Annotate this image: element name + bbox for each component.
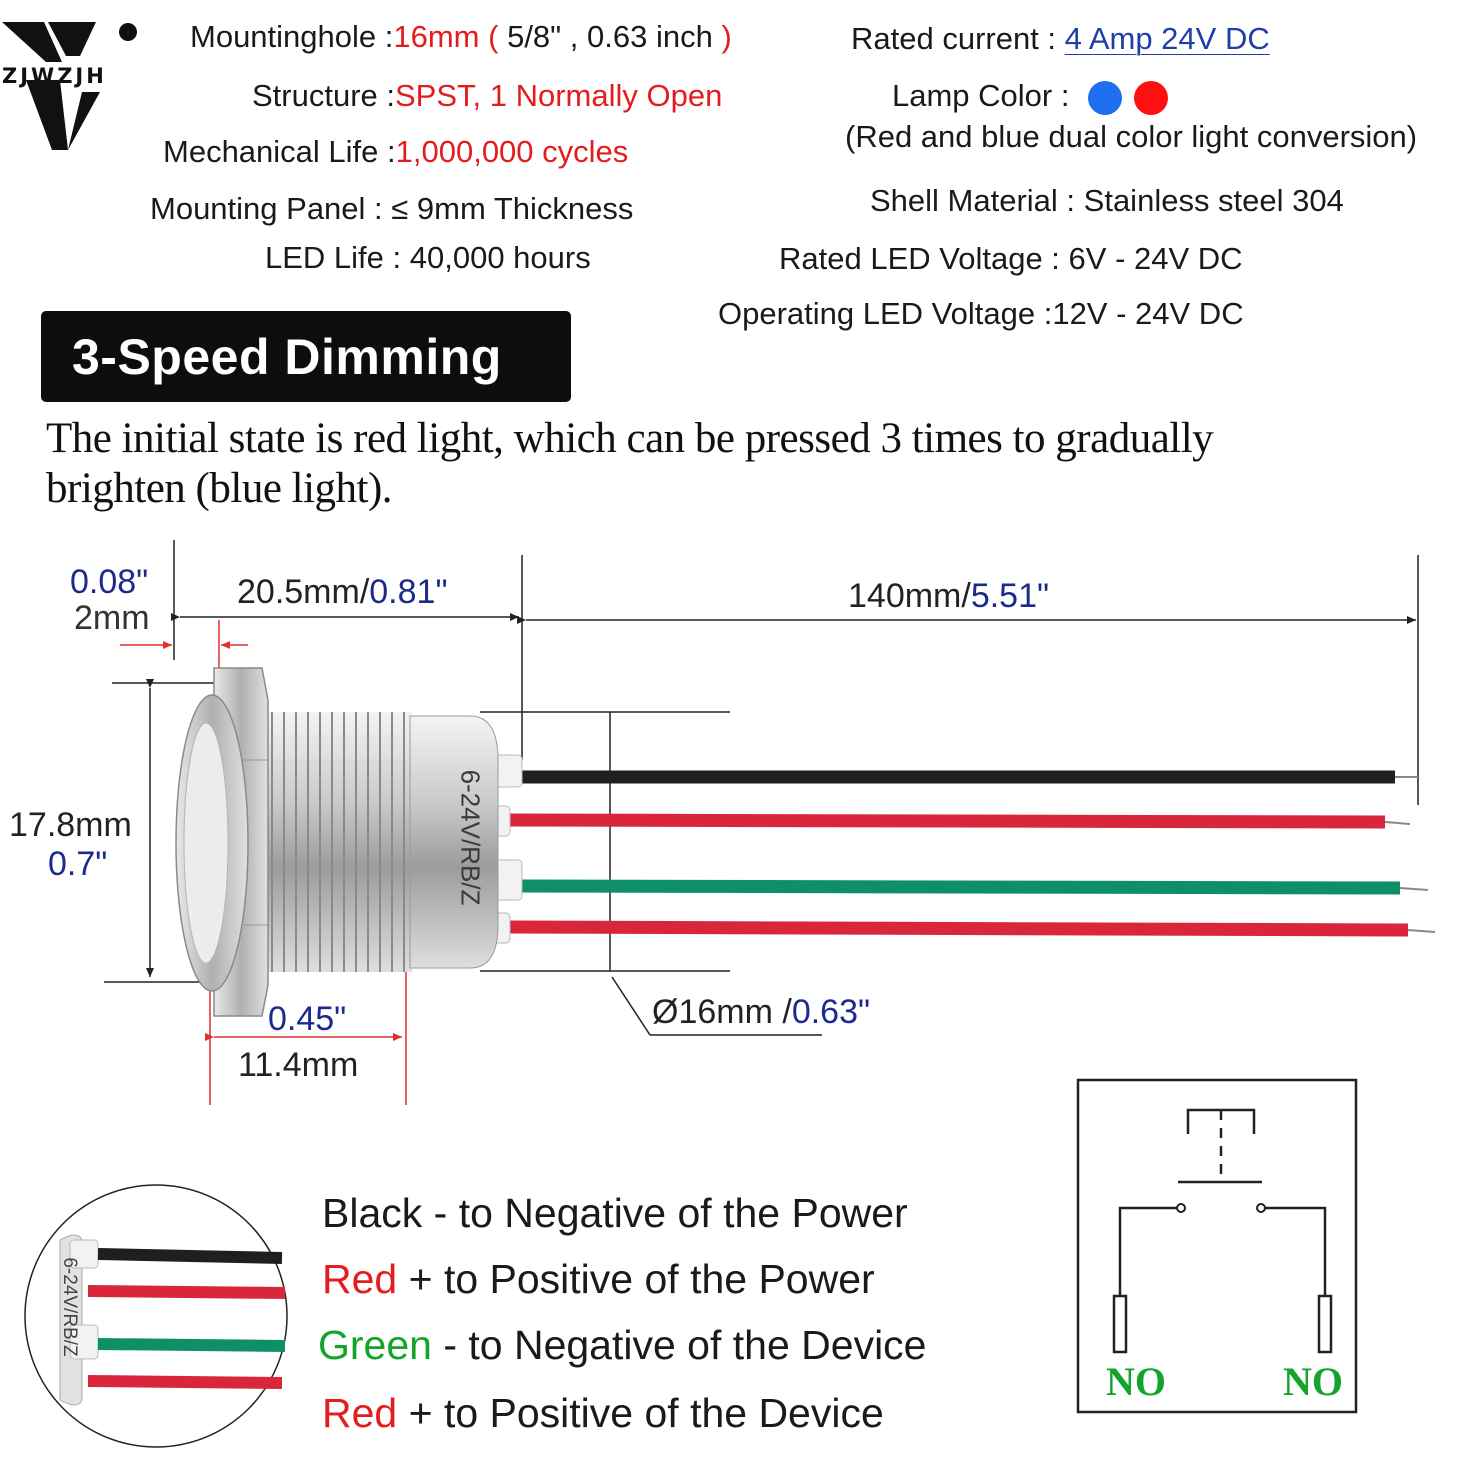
spec-led-life: LED Life : 40,000 hours xyxy=(265,240,591,276)
dim-body-mm: 20.5mm/ xyxy=(237,573,370,611)
spec-mountinghole-close: ) xyxy=(721,19,732,54)
schematic-label-right: NO xyxy=(1283,1359,1343,1404)
body-marking: 6-24V/RB/Z xyxy=(455,769,486,906)
legend-text: - to Negative of the Device xyxy=(431,1322,927,1368)
dimension-lines xyxy=(104,540,1419,1036)
spec-rated-current-value: 4 Amp 24V DC xyxy=(1064,21,1270,56)
dim-wire-inch: 5.51" xyxy=(970,577,1050,615)
schematic-label-left: NO xyxy=(1106,1359,1166,1404)
lamp-color-blue-swatch xyxy=(1088,80,1123,115)
logo-mark-icon xyxy=(2,22,137,150)
spec-led-life-value: 40,000 hours xyxy=(409,240,591,275)
legend-item: Black - to Negative of the Power xyxy=(322,1190,908,1236)
spec-mountinghole-detail: 5/8" , 0.63 inch xyxy=(498,19,722,54)
dim-diameter-inch: 0.63" xyxy=(791,993,871,1031)
spec-mounting-panel: Mounting Panel : ≤ 9mm Thickness xyxy=(150,191,633,227)
spec-mountinghole-open: ( xyxy=(488,19,499,54)
spec-structure: Structure :SPST, 1 Normally Open xyxy=(252,78,722,114)
legend-color-word: Black xyxy=(322,1190,423,1236)
dim-diameter-mm: Ø16mm / xyxy=(652,993,792,1031)
spec-mountinghole-label: Mountinghole : xyxy=(190,19,394,54)
brand-logo: ZJWZJH xyxy=(0,0,160,160)
dimension-lines-red xyxy=(120,620,407,1105)
dim-head-inch: 0.45" xyxy=(268,1000,347,1038)
spec-rated-current: Rated current : 4 Amp 24V DC xyxy=(851,21,1270,57)
dim-bezel-inch: 0.08" xyxy=(70,563,149,601)
dim-bezel-mm: 2mm xyxy=(74,599,150,637)
wire-green xyxy=(519,879,1401,895)
spec-mechanical-life-value: 1,000,000 cycles xyxy=(395,134,629,169)
spec-structure-label: Structure : xyxy=(252,78,395,113)
spec-rated-current-label: Rated current : xyxy=(851,21,1057,56)
switch-schematic xyxy=(1076,1078,1358,1414)
legend-text: - to Negative of the Power xyxy=(422,1190,908,1236)
dim-wire-length: 140mm/5.51" xyxy=(848,577,1049,615)
wire-red-device xyxy=(504,920,1409,937)
spec-mountinghole-value: 16mm xyxy=(393,19,480,54)
dim-body-length: 20.5mm/0.81" xyxy=(237,573,448,611)
dimming-banner xyxy=(41,311,571,402)
spec-rated-led-voltage-value: 6V - 24V DC xyxy=(1068,241,1243,276)
spec-rated-led-voltage-label: Rated LED Voltage : xyxy=(779,241,1060,276)
spec-operating-led-voltage-label: Operating LED Voltage : xyxy=(718,296,1053,331)
spec-operating-led-voltage-value: 12V - 24V DC xyxy=(1052,296,1244,331)
dim-height-mm: 17.8mm xyxy=(9,806,132,844)
legend-color-word: Green xyxy=(318,1322,432,1368)
dim-height-inch: 0.7" xyxy=(48,845,108,883)
dimming-title: 3-Speed Dimming xyxy=(72,329,502,385)
spec-structure-value: SPST, 1 Normally Open xyxy=(395,78,723,113)
spec-mountinghole: Mountinghole :16mm ( 5/8" , 0.63 inch ) xyxy=(190,19,732,55)
legend-text: + to Positive of the Device xyxy=(397,1390,884,1436)
spec-led-life-label: LED Life : xyxy=(265,240,402,275)
spec-mechanical-life: Mechanical Life :1,000,000 cycles xyxy=(163,134,628,170)
spec-mechanical-life-label: Mechanical Life : xyxy=(163,134,396,169)
dimming-description: The initial state is red light, which ca… xyxy=(46,415,1214,512)
brand-logo-text: ZJWZJH xyxy=(2,64,107,88)
threaded-body xyxy=(262,712,412,972)
wires xyxy=(504,770,1436,937)
legend-color-word: Red xyxy=(322,1256,398,1302)
dim-head-mm: 11.4mm xyxy=(238,1046,359,1084)
spec-lamp-color-note: (Red and blue dual color light conversio… xyxy=(845,119,1418,154)
legend-item: Green - to Negative of the Device xyxy=(318,1322,926,1368)
wire-red-power xyxy=(504,813,1386,829)
spec-shell-material: Shell Material : Stainless steel 304 xyxy=(870,183,1344,219)
spec-lamp-color: Lamp Color : xyxy=(892,78,1169,115)
spec-shell-material-value: Stainless steel 304 xyxy=(1083,183,1344,218)
spec-mounting-panel-label: Mounting Panel : xyxy=(150,191,383,226)
spec-operating-led-voltage: Operating LED Voltage :12V - 24V DC xyxy=(718,296,1244,332)
spec-lamp-color-label: Lamp Color : xyxy=(892,78,1070,113)
spec-shell-material-label: Shell Material : xyxy=(870,183,1076,218)
legend-item: Red + to Positive of the Device xyxy=(322,1390,884,1436)
legend-item: Red + to Positive of the Power xyxy=(322,1256,875,1302)
legend-color-word: Red xyxy=(322,1390,398,1436)
wire-detail-circle xyxy=(24,1184,288,1448)
dim-diameter: Ø16mm /0.63" xyxy=(652,993,870,1031)
spec-mounting-panel-value: ≤ 9mm Thickness xyxy=(382,191,634,226)
dim-body-inch: 0.81" xyxy=(369,573,448,611)
dim-wire-mm: 140mm/ xyxy=(848,577,971,615)
lamp-color-red-swatch xyxy=(1134,80,1169,115)
spec-rated-led-voltage: Rated LED Voltage : 6V - 24V DC xyxy=(779,241,1243,277)
legend-text: + to Positive of the Power xyxy=(397,1256,875,1302)
detail-body-marking: 6-24V/RB/Z xyxy=(59,1257,80,1357)
